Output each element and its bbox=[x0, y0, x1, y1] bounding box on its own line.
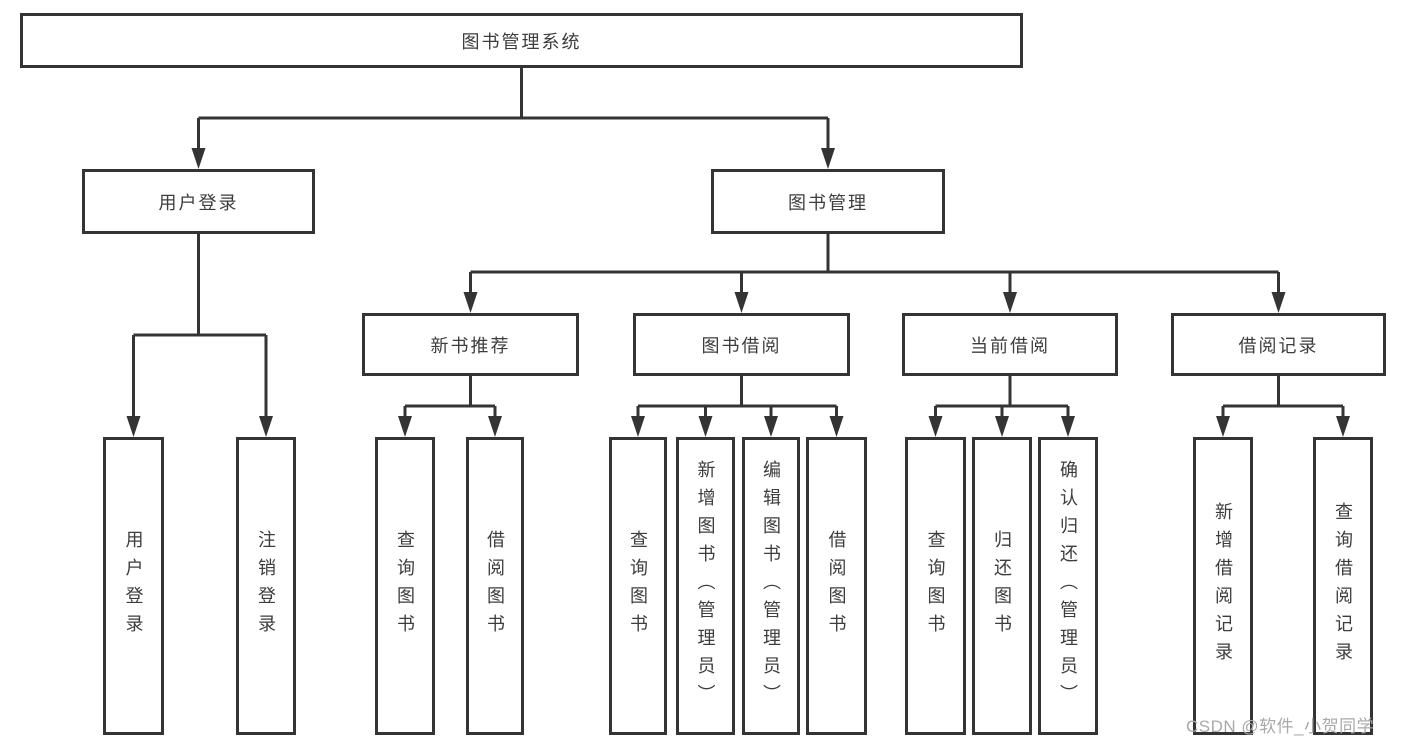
leaf-confirm-return-admin-label: 确认归还（管理员） bbox=[1058, 460, 1078, 712]
leaf-query-borrow-record-label: 查询借阅记录 bbox=[1333, 502, 1353, 670]
leaf-logout-label: 注销登录 bbox=[256, 530, 276, 642]
leaf-query-books-borrowing: 查询图书 bbox=[609, 437, 667, 735]
leaf-add-borrow-record: 新增借阅记录 bbox=[1193, 437, 1253, 735]
node-root-library-management-system: 图书管理系统 bbox=[20, 13, 1023, 68]
leaf-confirm-return-admin: 确认归还（管理员） bbox=[1038, 437, 1098, 735]
leaf-return-book: 归还图书 bbox=[972, 437, 1032, 735]
connector-current-borrowing bbox=[928, 376, 1075, 437]
leaf-return-book-label: 归还图书 bbox=[992, 530, 1012, 642]
csdn-watermark: CSDN @软件_小贺同学 bbox=[1186, 717, 1375, 736]
leaf-edit-book-admin-label: 编辑图书（管理员） bbox=[761, 460, 781, 712]
leaf-query-books-current-label: 查询图书 bbox=[925, 530, 946, 642]
leaf-query-books-borrowing-label: 查询图书 bbox=[628, 530, 648, 642]
node-user-login: 用户登录 bbox=[82, 169, 315, 234]
connector-book-borrowing bbox=[631, 376, 844, 437]
connector-new-book-recommend bbox=[398, 376, 502, 437]
leaf-query-books-recommend-label: 查询图书 bbox=[395, 530, 415, 642]
connector-root bbox=[191, 68, 835, 169]
leaf-edit-book-admin: 编辑图书（管理员） bbox=[742, 437, 800, 735]
node-new-book-recommend: 新书推荐 bbox=[362, 313, 579, 376]
leaf-add-book-admin-label: 新增图书（管理员） bbox=[695, 460, 716, 712]
leaf-query-borrow-record: 查询借阅记录 bbox=[1313, 437, 1373, 735]
leaf-borrow-books: 借阅图书 bbox=[806, 437, 867, 735]
leaf-query-books-recommend: 查询图书 bbox=[375, 437, 435, 735]
node-borrowing-records: 借阅记录 bbox=[1171, 313, 1386, 376]
connector-user-login bbox=[126, 234, 273, 437]
leaf-add-borrow-record-label: 新增借阅记录 bbox=[1213, 502, 1233, 670]
node-book-management: 图书管理 bbox=[711, 169, 945, 234]
connector-book-management bbox=[463, 234, 1286, 313]
leaf-query-books-current: 查询图书 bbox=[905, 437, 966, 735]
leaf-borrow-books-recommend: 借阅图书 bbox=[466, 437, 524, 735]
node-current-borrowing: 当前借阅 bbox=[902, 313, 1118, 376]
leaf-borrow-books-label: 借阅图书 bbox=[826, 530, 847, 642]
leaf-user-login: 用户登录 bbox=[103, 437, 164, 735]
node-book-borrowing: 图书借阅 bbox=[633, 313, 850, 376]
leaf-user-login-label: 用户登录 bbox=[123, 530, 144, 642]
leaf-add-book-admin: 新增图书（管理员） bbox=[676, 437, 735, 735]
leaf-borrow-books-recommend-label: 借阅图书 bbox=[485, 530, 505, 642]
connector-borrowing-records bbox=[1216, 376, 1350, 437]
leaf-logout: 注销登录 bbox=[236, 437, 296, 735]
